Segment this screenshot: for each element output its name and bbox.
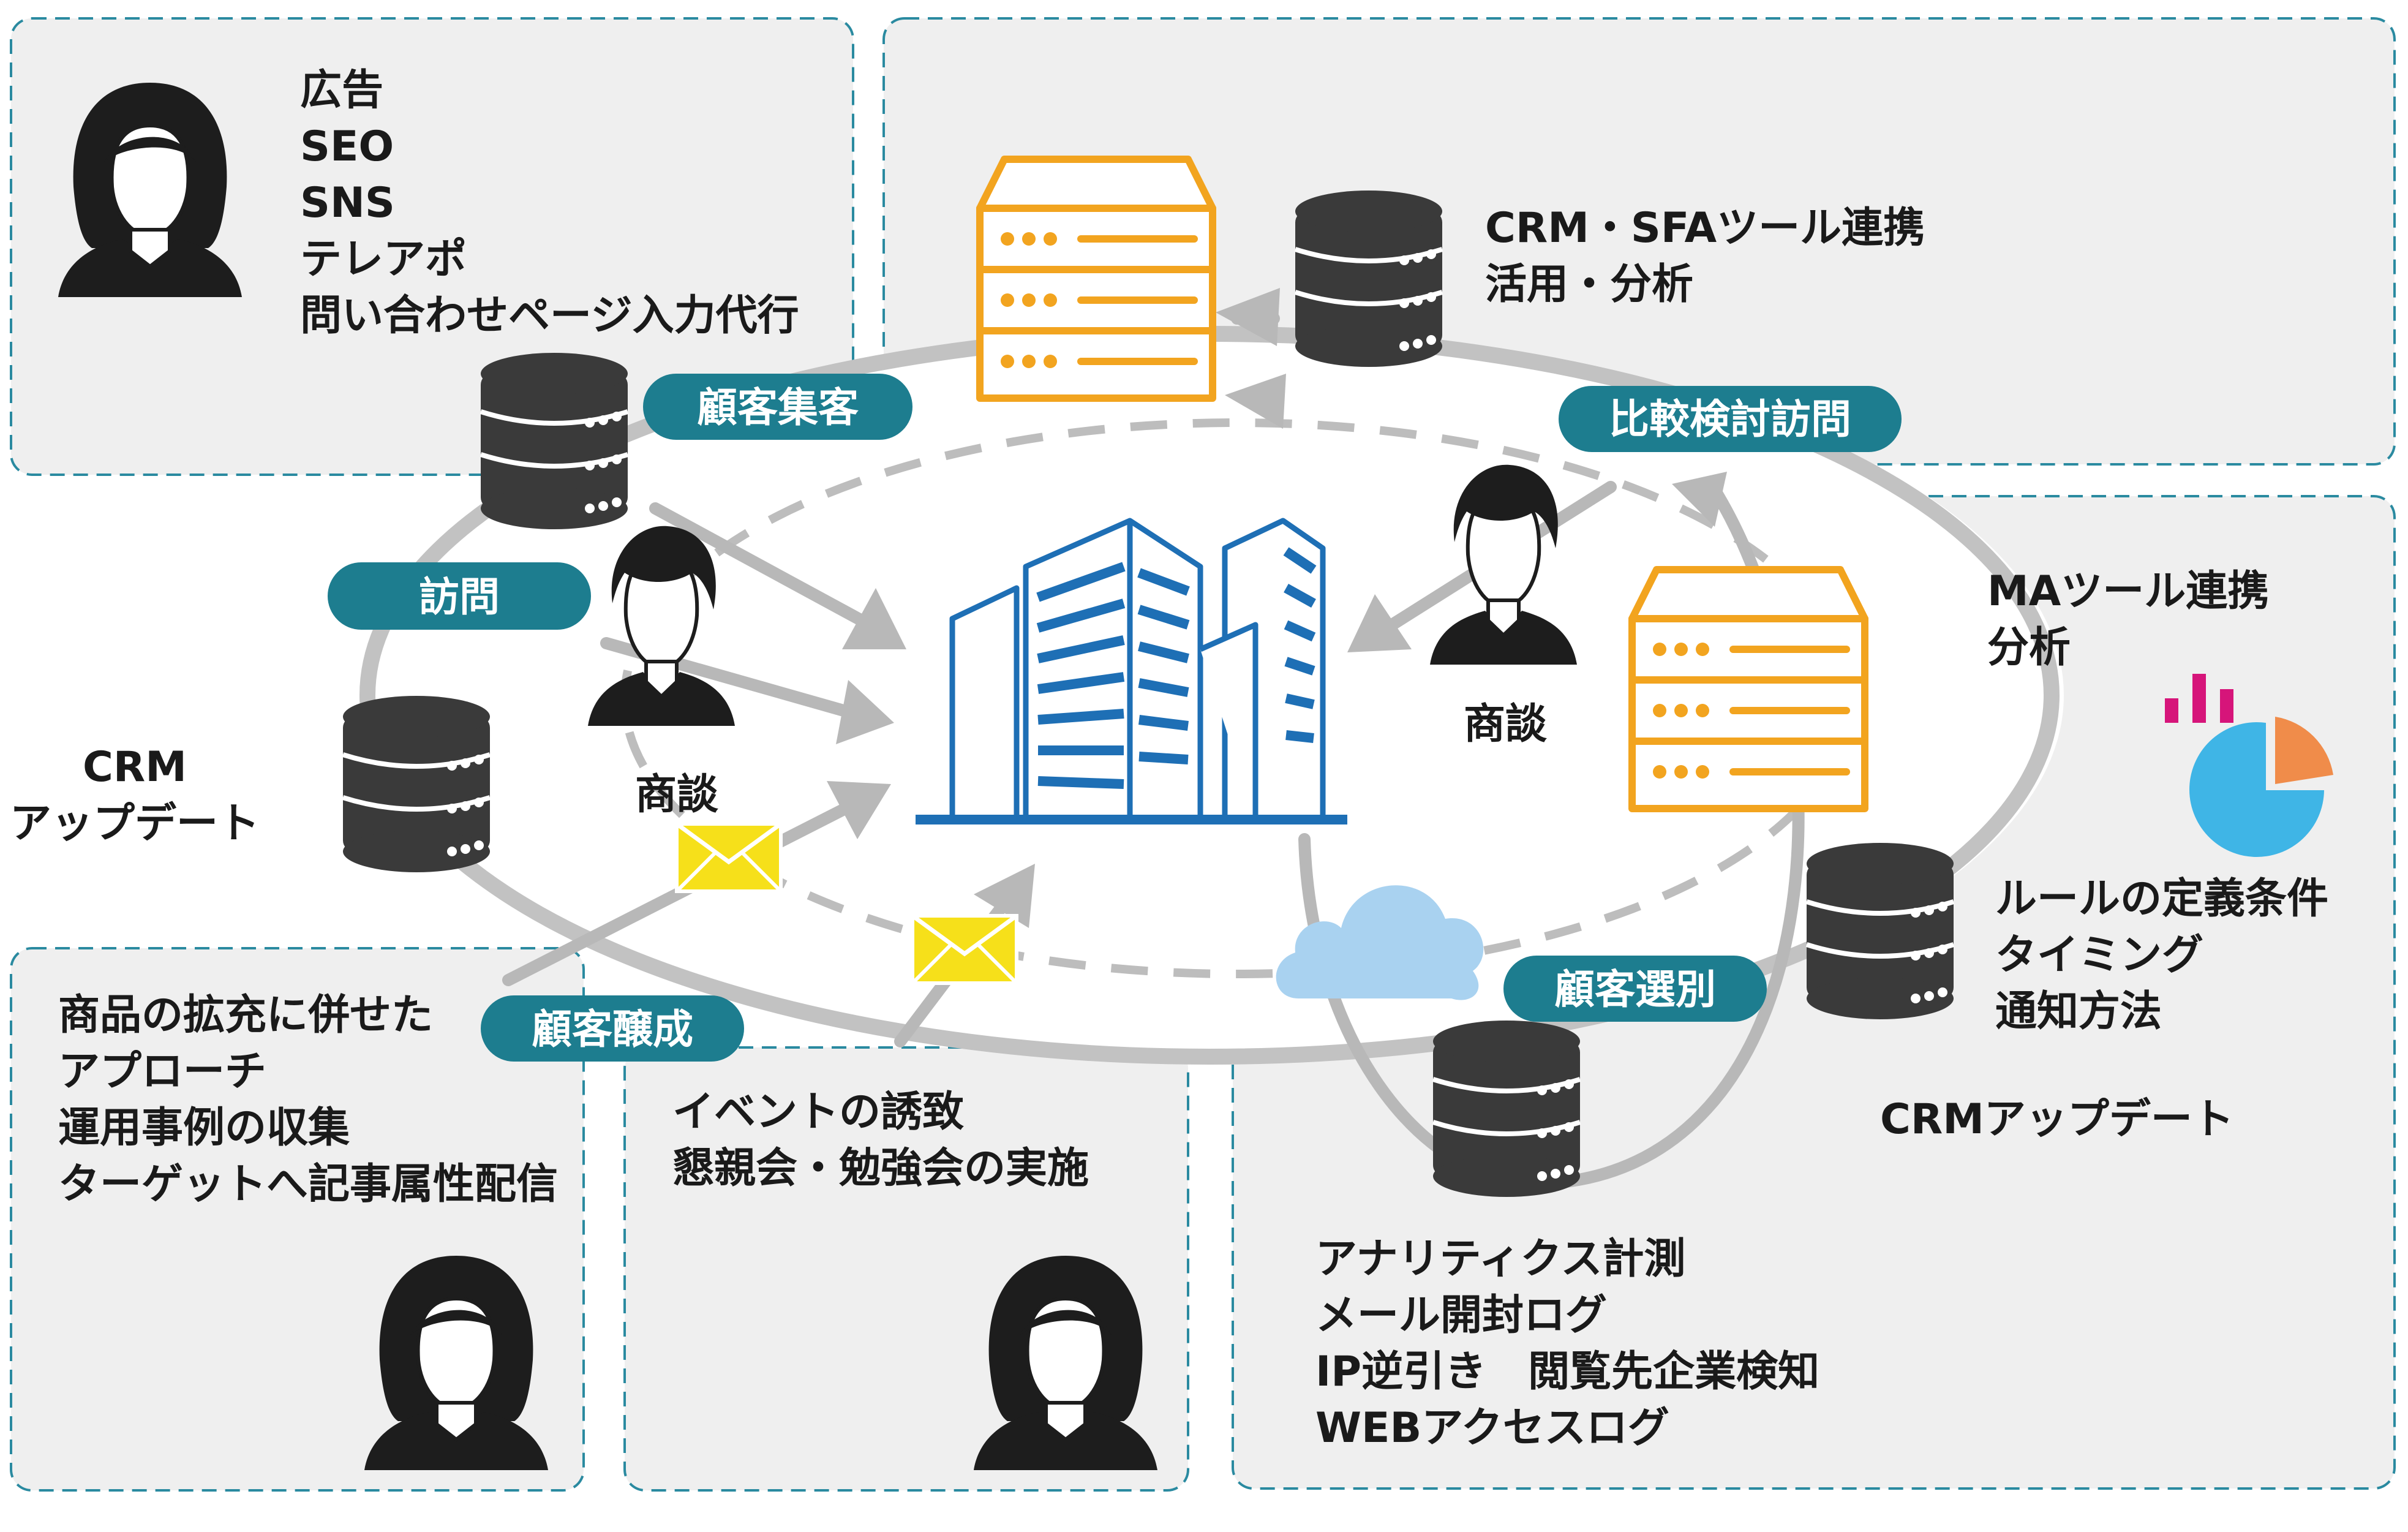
database-icon-left [343,696,490,872]
database-icon-top-left [481,353,628,529]
database-icon-bottom-right [1433,1021,1580,1197]
text-rules: ルールの定義条件 タイミング 通知方法 [1995,875,2328,1036]
text-bottom-mid: イベントの誘致 懇親会・勉強会の実施 [672,1088,1089,1193]
pill-nurture: 顧客醸成 [481,995,744,1062]
text-usage-analysis: 活用・分析 [1485,260,1693,309]
arrow-acquire-head [842,588,906,649]
text-analytics: アナリティクス計測 メール開封ログ IP逆引き 閲覧先企業検知 WEBアクセスロ… [1315,1235,1819,1452]
cloud-icon [1276,885,1484,1000]
text-teleapo: テレアポ [300,235,467,284]
arrow-crm-sfa-head [1216,288,1280,346]
server-icon-right [1632,570,1865,809]
pill-compare-label: 比較検討訪問 [1609,396,1851,443]
arrow-dashed-head [1225,374,1286,429]
text-inquiry: 問い合わせページ入力代行 [300,292,799,340]
text-ma-tool: MAツール連携 [1987,567,2269,616]
text-social-study: 懇親会・勉強会の実施 [672,1144,1089,1193]
arrow-visit-head [836,680,894,744]
text-event-invite: イベントの誘致 [672,1088,964,1136]
pill-visit: 訪問 [328,562,591,630]
arrow-event-head [974,864,1035,928]
loop-arrow-head [1672,472,1727,527]
label-shodan-left: 商談 [635,771,718,819]
pill-select-label: 顧客選別 [1554,966,1716,1013]
label-shodan-right: 商談 [1464,700,1547,749]
database-icon-top-right [1295,191,1442,367]
database-icon-right [1807,843,1954,1019]
text-bottom-left: 商品の拡充に併せた アプローチ 運用事例の収集 ターゲットへ記事属性配信 [58,991,558,1209]
text-mail-open-log: メール開封ログ [1315,1291,1607,1340]
text-target-article: ターゲットへ記事属性配信 [58,1160,558,1209]
text-seo: SEO [300,123,394,171]
text-web-access-log: WEBアクセスログ [1315,1404,1669,1452]
text-approach: アプローチ [58,1047,266,1096]
envelope-icon-mid [912,916,1017,983]
pill-visit-label: 訪問 [419,573,500,621]
label-crm-left: CRM アップデート [10,743,260,848]
text-ma: MAツール連携 分析 [1987,567,2269,672]
text-top-right: CRM・SFAツール連携 活用・分析 [1485,204,1925,309]
text-rule-def: ルールの定義条件 [1995,875,2328,923]
text-top-left: 広告 SEO SNS テレアポ 問い合わせページ入力代行 [300,66,799,340]
pill-acquire-label: 顧客集客 [697,384,859,431]
envelope-icon-left [677,824,781,891]
server-icon-top [980,159,1213,398]
text-notify: 通知方法 [1995,987,2162,1036]
arrow-nurture-head [827,781,891,839]
pill-nurture-label: 顧客醸成 [532,1006,693,1053]
text-sns: SNS [300,179,395,227]
arrow-compare-head [1347,594,1412,652]
text-ma-analysis: 分析 [1987,624,2071,672]
pill-compare: 比較検討訪問 [1559,386,1902,452]
chart-icon [2165,674,2333,857]
text-analytics-measure: アナリティクス計測 [1315,1235,1686,1283]
text-case-collect: 運用事例の収集 [58,1104,350,1152]
text-timing: タイミング [1995,931,2203,979]
pill-select: 顧客選別 [1503,956,1767,1022]
text-crm-sfa: CRM・SFAツール連携 [1485,204,1925,252]
panel-top-left [10,17,854,476]
text-crm-update-right: CRMアップデート [1880,1095,2234,1144]
building-icon [916,518,1347,824]
text-update-left: アップデート [10,799,260,848]
text-crm-left: CRM [83,743,187,791]
text-ip-lookup: IP逆引き 閲覧先企業検知 [1315,1348,1819,1396]
arrow-acquire [649,502,876,631]
pill-acquire: 顧客集客 [643,374,912,440]
text-ad: 広告 [300,66,383,115]
text-product-expand: 商品の拡充に併せた [58,991,433,1040]
